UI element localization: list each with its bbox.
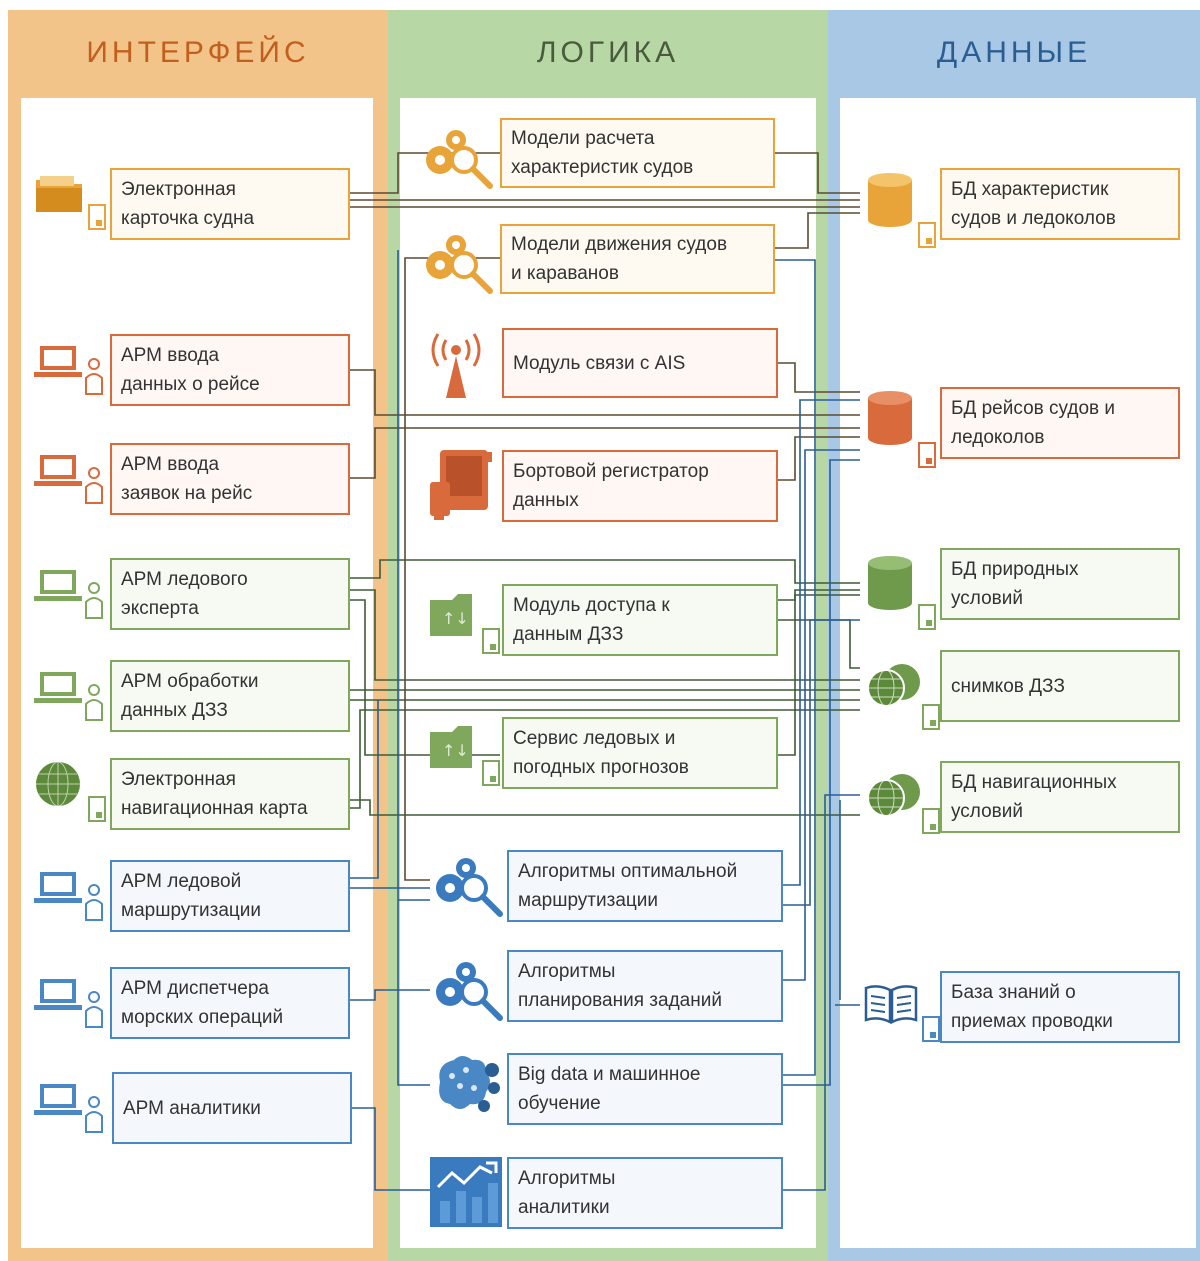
data-column-title: ДАННЫЕ — [936, 36, 1092, 69]
gears-magnifier-icon — [436, 962, 503, 1021]
wire-ais-to-db — [778, 362, 860, 393]
laptop-user-icon — [34, 1084, 103, 1133]
wire-access-module — [778, 619, 860, 669]
node-label: Сервис ледовых и погодных прогнозов — [502, 717, 778, 789]
node-label: Модуль связи с AIS — [502, 328, 778, 398]
node-label: Алгоритмы планирования заданий — [507, 950, 783, 1022]
laptop-user-icon — [34, 672, 103, 721]
laptop-user-icon — [34, 455, 103, 504]
globes-icon — [867, 664, 920, 707]
module-icon: ↑↓ — [430, 594, 472, 636]
module-icon: ↑↓ — [430, 726, 472, 768]
document-icon — [918, 442, 936, 468]
node-label: Модуль доступа к данным ДЗЗ — [502, 584, 778, 656]
document-icon — [922, 704, 940, 730]
document-icon — [88, 204, 106, 230]
node-label: Бортовой регистратор данных — [502, 450, 778, 522]
document-icon — [88, 796, 106, 822]
document-icon — [918, 222, 936, 248]
wire-models-move-to-db — [775, 212, 860, 249]
wire-ice-expert-3 — [350, 599, 500, 756]
wire-left-blue-trunk — [397, 250, 430, 1086]
wire-forecast-to-db — [778, 589, 860, 756]
folder-icon — [36, 176, 82, 212]
svg-text:↑↓: ↑↓ — [442, 609, 469, 628]
node-label: снимков ДЗЗ — [940, 650, 1180, 722]
node-label: АРМ аналитики — [112, 1072, 352, 1144]
document-icon — [922, 1016, 940, 1042]
wire-nav-chart — [350, 799, 860, 816]
document-icon — [482, 760, 500, 786]
node-label: Модели расчета характеристик судов — [500, 118, 775, 188]
laptop-user-icon — [34, 570, 103, 619]
wire-routing-to-db-2 — [783, 619, 860, 906]
node-label: БД рейсов судов и ледоколов — [940, 387, 1180, 459]
gears-magnifier-icon — [426, 235, 493, 294]
brain-gears-icon — [439, 1056, 500, 1112]
wire-analytics-to-db — [783, 794, 860, 1191]
book-icon — [864, 985, 918, 1024]
wire-models-char-to-db — [775, 152, 860, 194]
wire-arm-trip-to-db — [350, 369, 860, 416]
node-label: БД природных условий — [940, 548, 1180, 620]
node-label: АРМ ввода данных о рейсе — [110, 334, 350, 406]
document-icon — [482, 628, 500, 654]
node-label: АРМ ледовой маршрутизации — [110, 860, 350, 932]
wire-routing-arm-1 — [350, 700, 379, 879]
chart-icon — [430, 1157, 502, 1227]
wire-recorder-to-db — [778, 436, 860, 481]
wire-dispatcher — [350, 989, 430, 1001]
node-label: Алгоритмы аналитики — [507, 1157, 783, 1229]
recorder-icon — [430, 450, 492, 520]
wire-planning-to-db — [783, 449, 860, 981]
wire-ice-expert-2 — [350, 589, 860, 681]
node-label: Электронная карточка судна — [110, 168, 350, 240]
laptop-user-icon — [34, 872, 103, 921]
laptop-user-icon — [34, 979, 103, 1028]
wire-access-module-2 — [778, 594, 860, 601]
database-icon — [868, 391, 912, 445]
gears-magnifier-icon — [436, 858, 503, 917]
logic-column-title: ЛОГИКА — [536, 36, 680, 69]
svg-text:↑↓: ↑↓ — [442, 741, 469, 760]
node-label: База знаний о приемах проводки — [940, 971, 1180, 1043]
node-label: АРМ ледового эксперта — [110, 558, 350, 630]
gears-magnifier-icon — [426, 130, 493, 189]
node-label: АРМ диспетчера морских операций — [110, 967, 350, 1039]
node-label: Модели движения судов и караванов — [500, 224, 775, 294]
wire-arm-req-to-db — [350, 427, 860, 479]
database-icon — [868, 556, 912, 610]
wire-bigdata-to-db — [775, 259, 816, 1076]
globes-icon — [867, 774, 920, 817]
node-label: Алгоритмы оптимальной маршрутизации — [507, 850, 783, 922]
wire-analytics-arm — [352, 1107, 430, 1191]
wire-bigdata-to-kb — [783, 459, 860, 1086]
node-label: БД характеристик судов и ледоколов — [940, 168, 1180, 240]
node-label: Электронная навигационная карта — [110, 758, 350, 830]
node-label: БД навигационных условий — [940, 761, 1180, 833]
node-label: АРМ обработки данных ДЗЗ — [110, 660, 350, 732]
laptop-user-icon — [34, 346, 103, 395]
antenna-icon — [431, 333, 481, 398]
wire-routing-to-db — [783, 399, 860, 886]
wire-ice-expert-1 — [350, 559, 860, 584]
database-icon — [868, 173, 912, 227]
globe-icon — [36, 761, 80, 807]
node-label: АРМ ввода заявок на рейс — [110, 443, 350, 515]
document-icon — [918, 604, 936, 630]
interface-column-title: ИНТЕРФЕЙС — [86, 36, 310, 69]
document-icon — [922, 808, 940, 834]
wire-nav-chart-2 — [350, 709, 860, 809]
node-label: Big data и машинное обучение — [507, 1053, 783, 1125]
